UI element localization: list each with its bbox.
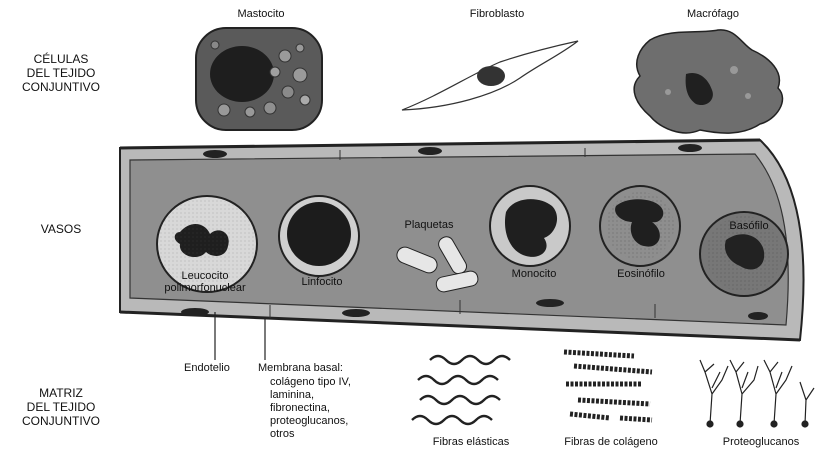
mastocyte-illustration xyxy=(196,28,322,130)
platelets-label: Plaquetas xyxy=(392,219,466,231)
endothelium-label: Endotelio xyxy=(184,362,230,375)
eosinophil-illustration xyxy=(600,186,680,266)
eosinophil-label: Eosinófilo xyxy=(606,268,676,280)
mastocyte-label: Mastocito xyxy=(216,8,306,20)
proteoglycans-illustration xyxy=(700,360,814,427)
lymphocyte-illustration xyxy=(279,196,359,276)
section-label-connective-cells: CÉLULAS DEL TEJIDO CONJUNTIVO xyxy=(6,52,116,94)
fibroblast-label: Fibroblasto xyxy=(452,8,542,20)
elastic-fibers-illustration xyxy=(412,356,510,424)
leukocyte-label: Leucocito polimorfonuclear xyxy=(146,270,264,294)
monocyte-illustration xyxy=(490,186,570,266)
basal-membrane-title: Membrana basal: xyxy=(258,362,343,375)
basal-membrane-components: colágeno tipo IV, laminina, fibronectina… xyxy=(270,376,351,441)
monocyte-label: Monocito xyxy=(502,268,566,280)
macrophage-label: Macrófago xyxy=(668,8,758,20)
collagen-fibers-label: Fibras de colágeno xyxy=(556,436,666,448)
collagen-fibers-illustration xyxy=(564,352,652,420)
elastic-fibers-label: Fibras elásticas xyxy=(416,436,526,448)
basophil-label: Basófilo xyxy=(716,220,782,232)
proteoglycans-label: Proteoglucanos xyxy=(706,436,816,448)
lymphocyte-label: Linfocito xyxy=(290,276,354,288)
macrophage-illustration xyxy=(634,30,782,133)
section-label-vessels: VASOS xyxy=(6,222,116,236)
fibroblast-illustration xyxy=(402,41,578,110)
section-label-matrix: MATRIZ DEL TEJIDO CONJUNTIVO xyxy=(6,386,116,428)
